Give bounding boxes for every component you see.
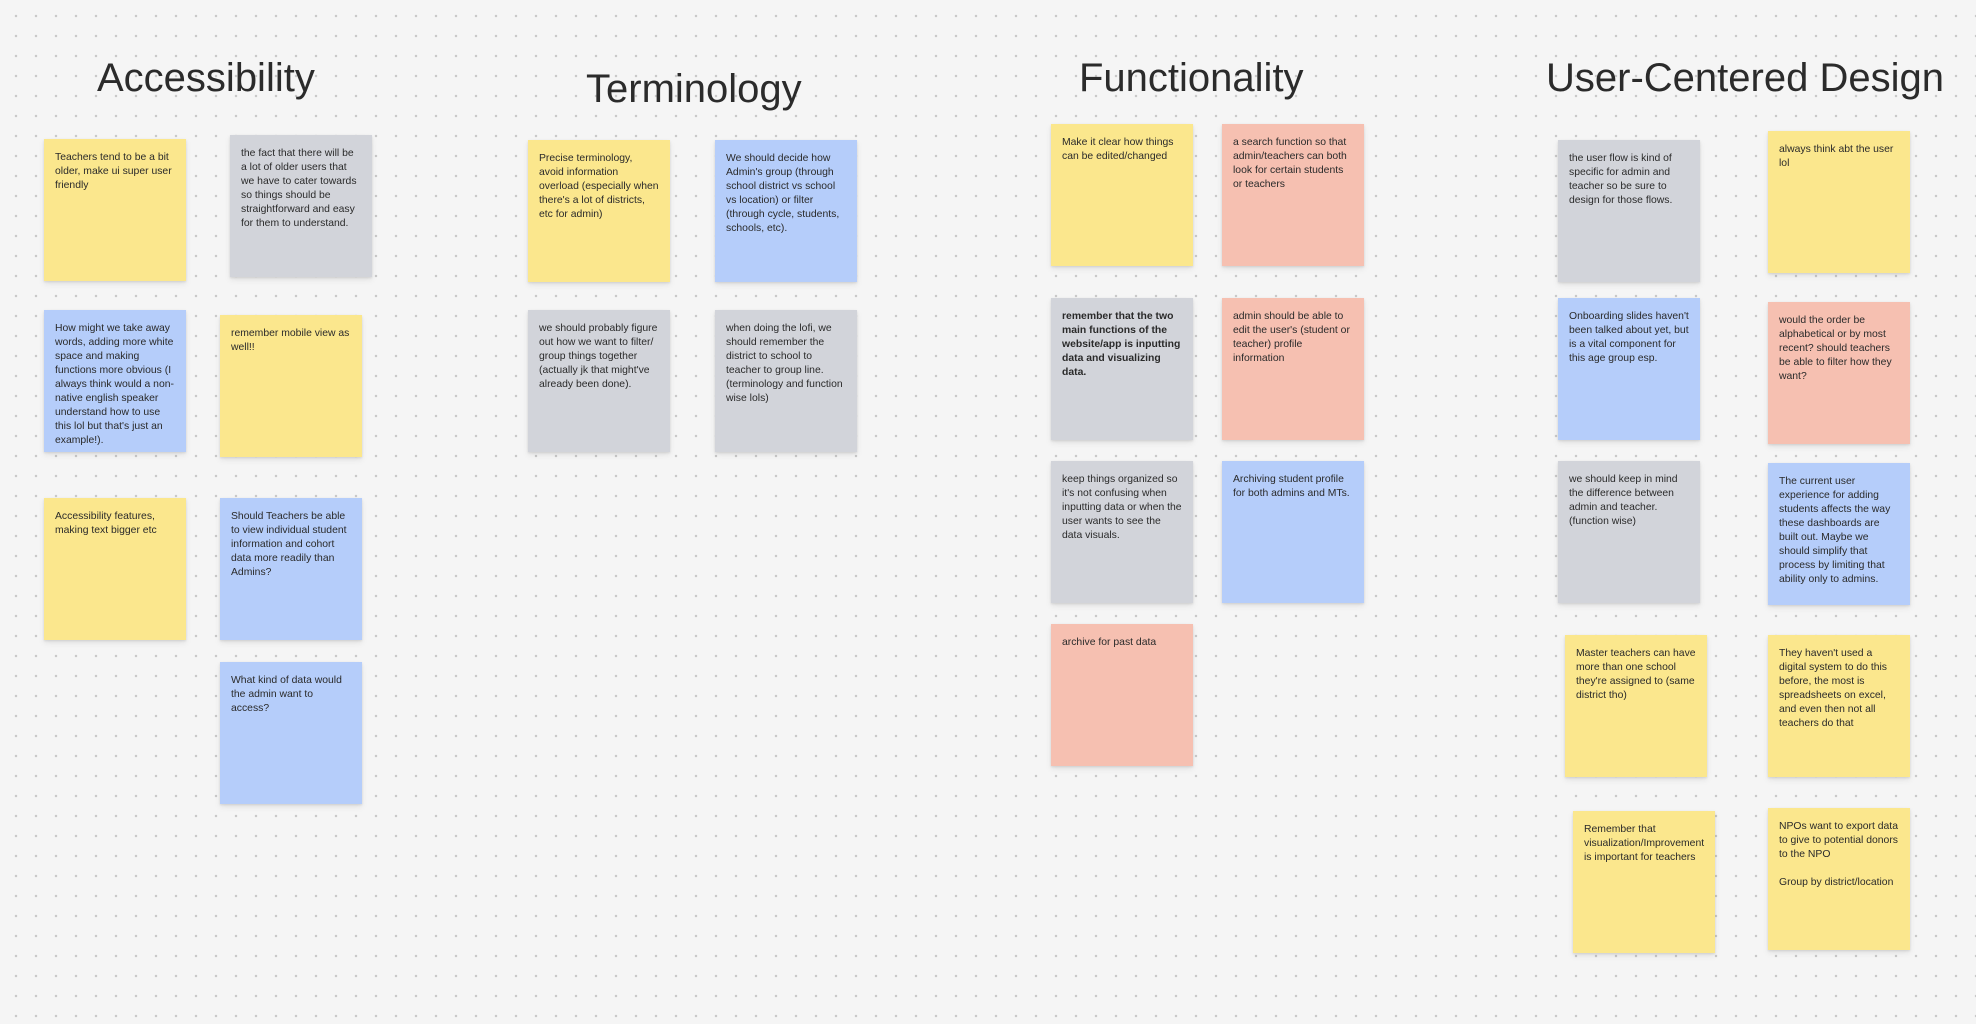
sticky-note[interactable]: We should decide how Admin's group (thro…	[715, 140, 857, 282]
sticky-note[interactable]: Precise terminology, avoid information o…	[528, 140, 670, 282]
sticky-note[interactable]: Archiving student profile for both admin…	[1222, 461, 1364, 603]
sticky-note[interactable]: They haven't used a digital system to do…	[1768, 635, 1910, 777]
sticky-note[interactable]: the fact that there will be a lot of old…	[230, 135, 372, 277]
sticky-note[interactable]: How might we take away words, adding mor…	[44, 310, 186, 452]
sticky-note[interactable]: always think abt the user lol	[1768, 131, 1910, 273]
sticky-note[interactable]: Teachers tend to be a bit older, make ui…	[44, 139, 186, 281]
section-title-terminology: Terminology	[586, 67, 802, 111]
sticky-note[interactable]: The current user experience for adding s…	[1768, 463, 1910, 605]
section-title-user-centered-design: User-Centered Design	[1546, 56, 1944, 100]
sticky-note[interactable]: we should probably figure out how we wan…	[528, 310, 670, 452]
sticky-note[interactable]: keep things organized so it's not confus…	[1051, 461, 1193, 603]
sticky-note[interactable]: remember mobile view as well!!	[220, 315, 362, 457]
sticky-note[interactable]: NPOs want to export data to give to pote…	[1768, 808, 1910, 950]
sticky-note[interactable]: when doing the lofi, we should remember …	[715, 310, 857, 452]
sticky-note[interactable]: Onboarding slides haven't been talked ab…	[1558, 298, 1700, 440]
sticky-note[interactable]: the user flow is kind of specific for ad…	[1558, 140, 1700, 282]
sticky-note[interactable]: remember that the two main functions of …	[1051, 298, 1193, 440]
sticky-note[interactable]: would the order be alphabetical or by mo…	[1768, 302, 1910, 444]
section-title-functionality: Functionality	[1079, 56, 1304, 100]
sticky-note[interactable]: Make it clear how things can be edited/c…	[1051, 124, 1193, 266]
sticky-note[interactable]: we should keep in mind the difference be…	[1558, 461, 1700, 603]
sticky-note[interactable]: archive for past data	[1051, 624, 1193, 766]
sticky-note[interactable]: Accessibility features, making text bigg…	[44, 498, 186, 640]
sticky-note[interactable]: Should Teachers be able to view individu…	[220, 498, 362, 640]
sticky-note[interactable]: Remember that visualization/Improvement …	[1573, 811, 1715, 953]
sticky-note[interactable]: a search function so that admin/teachers…	[1222, 124, 1364, 266]
sticky-note[interactable]: What kind of data would the admin want t…	[220, 662, 362, 804]
section-title-accessibility: Accessibility	[97, 56, 315, 100]
sticky-note[interactable]: admin should be able to edit the user's …	[1222, 298, 1364, 440]
sticky-note[interactable]: Master teachers can have more than one s…	[1565, 635, 1707, 777]
